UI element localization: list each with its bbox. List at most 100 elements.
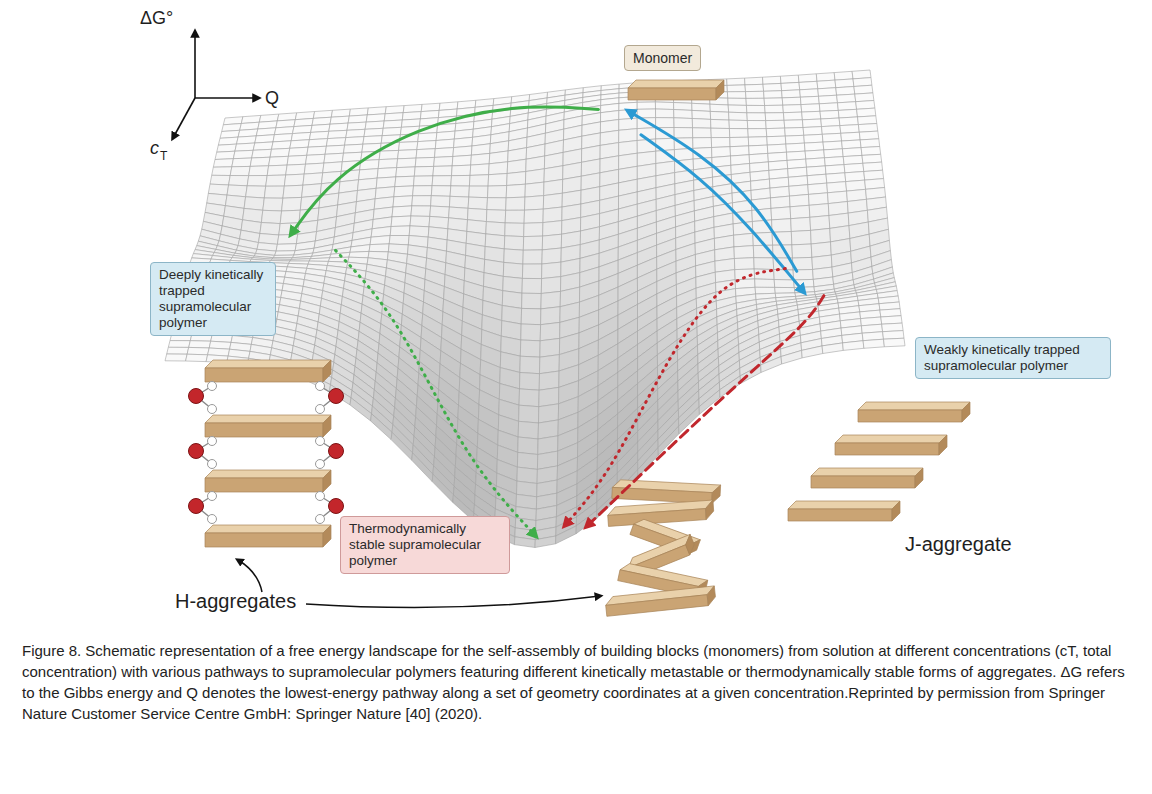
surface-mesh-cell: [210, 175, 230, 185]
surface-mesh-cell: [711, 138, 730, 148]
surface-mesh-cell: [785, 135, 804, 144]
surface-mesh-cell: [862, 154, 882, 163]
surface-mesh-cell: [834, 71, 853, 80]
slab-side: [323, 415, 331, 437]
oxygen-atom: [329, 499, 344, 514]
surface-mesh-cell: [840, 125, 859, 134]
surface-mesh-cell: [710, 111, 729, 120]
slab-side: [323, 360, 331, 382]
surface-mesh-cell: [692, 103, 711, 111]
surface-mesh-cell: [783, 105, 802, 113]
surface-mesh-cell: [235, 143, 255, 151]
surface-mesh-cell: [783, 112, 802, 120]
slab-side: [706, 586, 716, 606]
surface-mesh-cell: [541, 307, 561, 325]
surface-mesh-cell: [263, 198, 283, 211]
surface-mesh-cell: [325, 145, 345, 154]
surface-mesh-cell: [252, 149, 272, 158]
surface-mesh-cell: [802, 346, 823, 358]
surface-mesh-cell: [434, 157, 453, 167]
axis-subscript: T: [160, 150, 167, 164]
slab-side: [915, 468, 923, 488]
hydrogen-atom: [316, 437, 325, 446]
state-box: Weakly kinetically trapped supramolecula…: [915, 337, 1111, 379]
slab: [858, 402, 970, 422]
surface-mesh-cell: [247, 176, 267, 187]
surface-mesh-cell: [693, 138, 712, 149]
surface-mesh-cell: [276, 244, 296, 251]
surface-mesh-cell: [520, 340, 540, 357]
surface-mesh-cell: [655, 102, 673, 110]
surface-mesh-cell: [790, 205, 810, 218]
surface-mesh-cell: [282, 197, 302, 211]
surface-mesh-cell: [764, 98, 783, 106]
surface-mesh-cell: [369, 244, 389, 252]
surface-mesh-cell: [409, 226, 429, 237]
surface-mesh-cell: [503, 262, 523, 278]
surface-mesh-cell: [393, 196, 413, 207]
surface-mesh-cell: [378, 159, 397, 169]
surface-mesh-cell: [542, 262, 561, 279]
surface-mesh-cell: [734, 233, 754, 247]
surface-mesh-cell: [348, 115, 367, 123]
surface-mesh-cell: [326, 138, 345, 147]
surface-mesh-cell: [749, 145, 768, 155]
slab-top: [835, 435, 947, 443]
slab-front: [205, 478, 323, 492]
surface-mesh-cell: [396, 167, 415, 177]
surface-mesh-cell: [253, 142, 273, 150]
surface-mesh-cell: [821, 118, 840, 127]
surface-mesh-cell: [728, 105, 747, 113]
hydrogen-atom: [208, 460, 217, 469]
surface-mesh-cell: [260, 223, 280, 236]
surface-mesh-cell: [775, 287, 795, 293]
surface-mesh-cell: [542, 248, 561, 264]
hydrogen-atom: [316, 382, 325, 391]
surface-mesh-cell: [734, 258, 754, 270]
surface-mesh-cell: [246, 186, 266, 198]
surface-mesh-cell: [504, 236, 523, 250]
surface-mesh-cell: [350, 245, 370, 253]
surface-mesh-cell: [543, 193, 562, 209]
surface-mesh-cell: [411, 206, 431, 217]
surface-mesh-cell: [766, 128, 785, 137]
surface-mesh-cell: [556, 526, 577, 544]
surface-mesh-cell: [433, 166, 452, 176]
surface-mesh-cell: [431, 186, 451, 197]
slab-front: [205, 533, 323, 547]
surface-mesh-cell: [519, 405, 539, 423]
surface-mesh-cell: [543, 207, 562, 223]
surface-mesh-cell: [525, 169, 544, 184]
surface-mesh-cell: [391, 216, 411, 227]
surface-mesh-cell: [165, 354, 187, 361]
surface-mesh-cell: [619, 129, 638, 143]
surface-mesh-cell: [619, 118, 637, 130]
surface-mesh-cell: [186, 354, 208, 361]
surface-mesh-cell: [399, 142, 418, 151]
surface-mesh-cell: [544, 179, 563, 195]
surface-mesh-cell: [755, 287, 775, 294]
surface-mesh-cell: [835, 79, 854, 88]
surface-mesh-cell: [882, 323, 903, 332]
surface-mesh-cell: [431, 196, 451, 207]
surface-mesh-cell: [503, 276, 523, 293]
axis-label: Q: [265, 88, 279, 109]
surface-mesh-cell: [863, 162, 883, 171]
surface-mesh-cell: [535, 536, 556, 548]
hydrogen-atom: [316, 515, 325, 524]
surface-mesh-cell: [397, 158, 416, 168]
surface-mesh-cell: [435, 148, 454, 158]
surface-mesh-cell: [730, 146, 749, 156]
aggregate-label: J-aggregate: [905, 533, 1012, 556]
surface-mesh-cell: [430, 206, 450, 218]
surface-mesh-cell: [395, 176, 415, 187]
surface-mesh-cell: [269, 156, 289, 166]
surface-mesh-cell: [382, 127, 401, 135]
surface-mesh-cell: [350, 398, 372, 421]
surface-mesh-cell: [771, 207, 791, 220]
surface-mesh-cell: [576, 511, 597, 534]
surface-mesh-cell: [540, 355, 560, 374]
surface-mesh-cell: [227, 185, 247, 197]
slab: [628, 80, 724, 100]
surface-mesh-cell: [507, 159, 526, 173]
